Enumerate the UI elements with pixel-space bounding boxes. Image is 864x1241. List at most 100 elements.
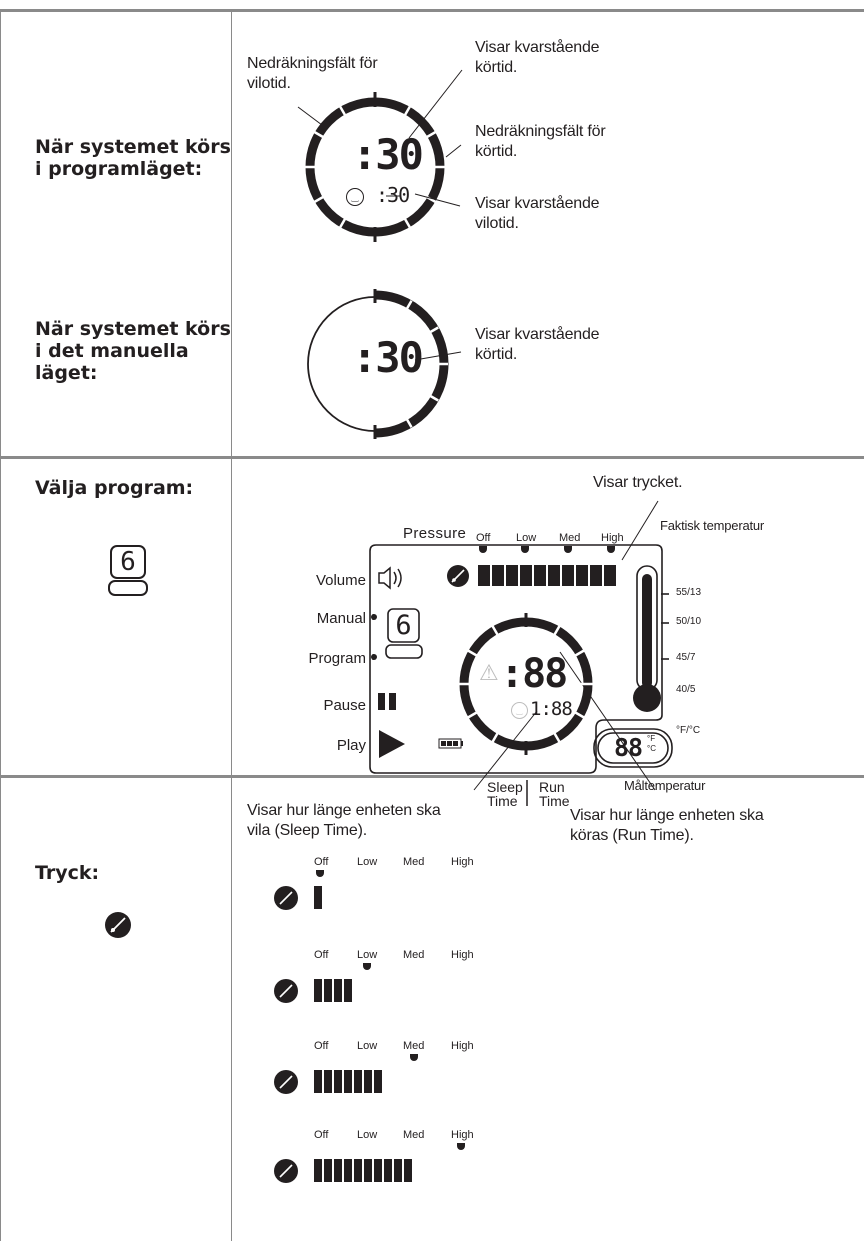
lcd-program-digit: 6	[395, 610, 412, 641]
lcd-label-volume: Volume	[315, 572, 366, 589]
actual-temp-callout: Faktisk temperatur	[660, 518, 765, 533]
select-program-heading: Välja program:	[35, 477, 194, 499]
pressure-level-label: Off	[314, 1129, 329, 1141]
lcd-level-low: Low	[516, 532, 537, 544]
remaining-run-callout: Visar kvarstående körtid.	[475, 39, 600, 76]
sleep-time-callout: Visar hur länge enheten ska vila (Sleep …	[247, 802, 441, 839]
lcd-label-pause: Pause	[323, 697, 366, 714]
table-column-divider	[231, 9, 232, 1241]
pressure-segment	[324, 1159, 332, 1182]
pressure-segment	[384, 1159, 392, 1182]
pressure-level-label: Med	[403, 949, 425, 961]
pressure-segment	[344, 979, 352, 1002]
pressure-level-label: Med	[403, 1040, 425, 1052]
pressure-level-label: Low	[357, 856, 378, 868]
table-rule-2	[0, 456, 864, 459]
pressure-segment	[324, 1070, 332, 1093]
pressure-segment	[334, 979, 342, 1002]
pressure-level-label: Off	[314, 856, 329, 868]
program-mode-heading: När systemet körs i programläget:	[35, 136, 231, 180]
pressure-level-label: Off	[314, 949, 329, 961]
manual-run-readout: :30	[352, 333, 424, 382]
pressure-segment	[374, 1070, 382, 1093]
lcd-level-med: Med	[559, 532, 581, 544]
pressure-level-label: High	[451, 1129, 474, 1141]
warning-icon: ⚠	[479, 660, 499, 685]
program-run-readout: :30	[352, 130, 424, 179]
pressure-level-label: Low	[357, 949, 378, 961]
pressure-level-label: Low	[357, 1040, 378, 1052]
program-icon: 6	[108, 545, 148, 597]
manual-mode-dial	[307, 289, 449, 439]
pressure-example-off	[274, 870, 324, 910]
manual-remaining-run-callout: Visar kvarstående körtid.	[475, 326, 600, 363]
temp-scale-40: 40/5	[676, 684, 696, 695]
pressure-segment	[334, 1159, 342, 1182]
gauge-needle	[279, 1164, 293, 1178]
pressure-segment	[394, 1159, 402, 1182]
pressure-gauge-icon	[105, 912, 131, 938]
pressure-segment	[354, 1070, 362, 1093]
pressure-segment	[364, 1159, 372, 1182]
pressure-level-label: Off	[314, 1040, 329, 1052]
pressure-segment	[374, 1159, 382, 1182]
lcd-sleep-face-icon: ‿	[511, 702, 528, 719]
pressure-segment	[344, 1070, 352, 1093]
target-temp-unit-c: °C	[647, 744, 656, 753]
pressure-example-low	[274, 963, 371, 1003]
pressure-segment	[344, 1159, 352, 1182]
lcd-dial	[459, 613, 593, 755]
temp-scale-45: 45/7	[676, 652, 696, 663]
lcd-level-off: Off	[476, 532, 491, 544]
pressure-segment	[364, 1070, 372, 1093]
pressure-level-label: High	[451, 949, 474, 961]
program-mode-leaders	[297, 69, 463, 361]
lcd-sleep-time-label: Sleep Time	[487, 779, 523, 809]
target-temp-readout: 88	[614, 733, 643, 762]
pressure-level-marker	[316, 870, 324, 877]
temp-scale-unit: °F/°C	[676, 725, 701, 736]
gauge-needle	[279, 984, 293, 998]
lcd-label-program: Program	[308, 650, 366, 667]
target-temp-unit-f: °F	[647, 734, 656, 743]
pressure-segment	[314, 979, 322, 1002]
pressure-level-label: High	[451, 856, 474, 868]
program-sleep-readout: :30	[376, 183, 410, 207]
lcd-level-high: High	[601, 532, 624, 544]
run-countdown-callout: Nedräkningsfält för körtid.	[475, 123, 606, 160]
table-left-border	[0, 9, 1, 1241]
sleep-face-icon: ‿	[346, 188, 364, 206]
pressure-segment	[324, 979, 332, 1002]
temp-scale-55: 55/13	[676, 587, 702, 598]
pressure-example-high	[274, 1143, 465, 1183]
pressure-level-marker	[457, 1143, 465, 1150]
lcd-sleep-readout: 1:88	[530, 698, 573, 720]
pressure-segment	[334, 1070, 342, 1093]
pressure-level-label: Med	[403, 856, 425, 868]
pressure-level-marker	[363, 963, 371, 970]
pressure-callout: Visar trycket.	[593, 474, 683, 491]
pressure-level-label: High	[451, 1040, 474, 1052]
lcd-pressure-graphics	[371, 500, 673, 806]
lcd-run-readout: :88	[500, 651, 568, 697]
temp-scale-50: 50/10	[676, 616, 702, 627]
target-temp-callout: Måltemperatur	[624, 778, 706, 793]
pressure-example-med	[274, 1054, 418, 1094]
pressure-segment	[404, 1159, 412, 1182]
lcd-label-manual: Manual	[316, 610, 366, 627]
sleep-countdown-callout: Nedräkningsfält för vilotid.	[247, 55, 378, 92]
pressure-heading: Tryck:	[35, 862, 100, 884]
pressure-segment	[314, 1159, 322, 1182]
manual-mode-heading: När systemet körs i det manuella läget:	[35, 318, 231, 384]
lcd-run-time-label: Run Time	[539, 779, 570, 809]
table-top-rule	[0, 9, 864, 12]
pressure-segment	[314, 886, 322, 909]
lcd-panel	[369, 544, 663, 774]
lcd-pressure-label: Pressure	[403, 525, 467, 542]
pressure-level-marker	[410, 1054, 418, 1061]
gauge-needle	[279, 891, 293, 905]
run-time-callout: Visar hur länge enheten ska köras (Run T…	[570, 807, 764, 844]
pressure-level-label: Med	[403, 1129, 425, 1141]
table-rule-3	[0, 775, 864, 778]
